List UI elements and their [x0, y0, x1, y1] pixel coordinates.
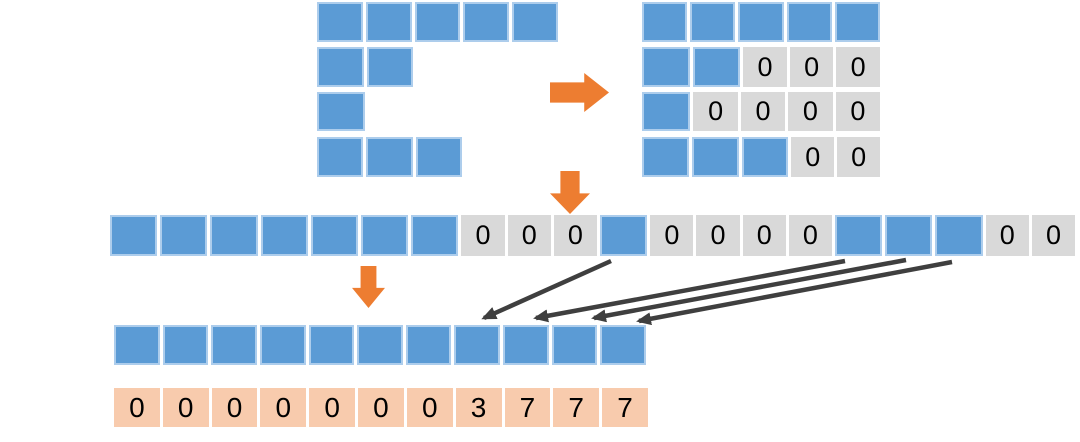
index-cell: 0	[309, 388, 356, 427]
index-cell: 7	[602, 388, 648, 427]
token-cell	[463, 2, 510, 42]
token-cell	[259, 325, 306, 365]
token-cell	[738, 2, 784, 42]
pad-cell: 0	[791, 137, 835, 177]
token-cell	[366, 137, 413, 177]
token-cell	[600, 215, 648, 256]
ragged-row-1	[317, 2, 558, 42]
token-cell	[690, 2, 736, 42]
token-cell	[512, 2, 558, 42]
pad-cell: 0	[650, 215, 694, 256]
pad-cell: 0	[789, 47, 834, 87]
gather-arrow-1	[481, 258, 612, 321]
pad-cell: 0	[788, 215, 833, 256]
padded-row-1	[642, 2, 881, 42]
pad-cell: 0	[742, 215, 786, 256]
token-cell	[357, 325, 403, 365]
token-cell	[691, 137, 739, 177]
token-cell	[110, 215, 158, 256]
pack-arrow-icon	[352, 266, 385, 308]
token-cell	[317, 92, 365, 131]
token-cell	[160, 215, 208, 256]
index-cell: 0	[358, 388, 404, 427]
ragged-row-2	[317, 47, 413, 87]
pad-cell: 0	[693, 92, 738, 131]
token-cell	[317, 137, 364, 177]
token-cell	[642, 137, 689, 177]
pad-cell: 0	[985, 215, 1029, 256]
token-cell	[551, 325, 598, 365]
index-cell: 0	[211, 388, 258, 427]
token-cell	[308, 325, 355, 365]
index-cell: 0	[406, 388, 453, 427]
token-cell	[835, 215, 883, 256]
token-cell	[114, 325, 160, 365]
index-cell: 7	[553, 388, 600, 427]
flatten-arrow-icon	[550, 171, 590, 214]
token-cell	[642, 92, 691, 131]
pad-cell: 0	[1031, 215, 1076, 256]
pad-cell: 0	[836, 47, 880, 87]
token-cell	[260, 215, 308, 256]
pad-cell: 0	[696, 215, 740, 256]
token-cell	[503, 325, 549, 365]
token-cell	[414, 2, 461, 42]
gather-arrow-2	[533, 258, 846, 323]
pad-cell: 0	[743, 47, 787, 87]
token-cell	[405, 325, 452, 365]
token-cell	[741, 137, 789, 177]
token-cell	[692, 47, 741, 87]
pad-cell: 0	[835, 92, 881, 131]
token-cell	[786, 2, 832, 42]
token-cell	[210, 215, 258, 256]
gather-arrow-3	[591, 257, 907, 323]
packed-row	[114, 325, 647, 365]
index-cell: 7	[504, 388, 551, 427]
ragged-row-3	[317, 92, 365, 131]
token-cell	[411, 215, 459, 256]
token-cell	[361, 215, 409, 256]
token-cell	[834, 2, 881, 42]
token-cell	[317, 2, 363, 42]
token-cell	[885, 215, 933, 256]
pad-cell: 0	[461, 215, 505, 256]
token-cell	[935, 215, 983, 256]
token-cell	[415, 137, 462, 177]
token-cell	[211, 325, 257, 365]
index-cell: 0	[162, 388, 209, 427]
token-cell	[642, 47, 690, 87]
index-cell: 3	[455, 388, 502, 427]
ragged-row-4	[317, 137, 462, 177]
gather-arrow-4	[636, 259, 953, 326]
pad-cell: 0	[740, 92, 786, 131]
token-cell	[310, 215, 359, 256]
pad-cell: 0	[507, 215, 551, 256]
token-cell	[317, 47, 364, 87]
token-cell	[162, 325, 209, 365]
pad-cell: 0	[553, 215, 598, 256]
pad-cell: 0	[788, 92, 833, 131]
index-cell: 0	[260, 388, 307, 427]
pad-cell: 0	[837, 137, 880, 177]
token-cell	[365, 2, 412, 42]
token-cell	[366, 47, 413, 87]
token-cell	[454, 325, 501, 365]
token-cell	[642, 2, 688, 42]
token-cell	[600, 325, 647, 365]
index-cell: 0	[114, 388, 160, 427]
pad-arrow-icon	[550, 73, 609, 112]
